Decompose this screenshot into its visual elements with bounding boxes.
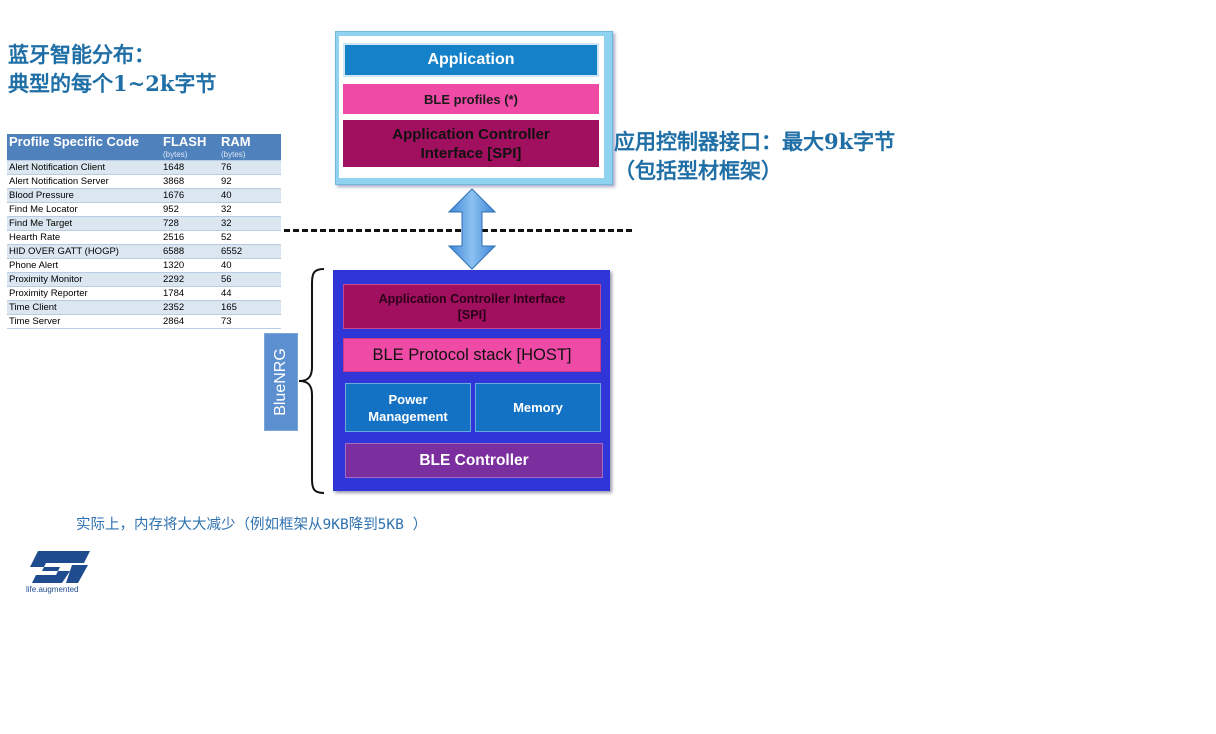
- profile-name: Time Server: [7, 314, 161, 329]
- ram-value: 32: [219, 216, 281, 231]
- profile-table: Profile Specific Code FLASH RAM (bytes) …: [7, 134, 281, 329]
- memory-reduction-note: 实际上，内存将大大减少（例如框架从9KB降到5KB ）: [76, 517, 428, 533]
- unit-flash: (bytes): [161, 150, 219, 161]
- profile-name: Blood Pressure: [7, 188, 161, 203]
- flash-value: 1648: [161, 160, 219, 175]
- flash-value: 1784: [161, 286, 219, 301]
- logo-tagline: life.augmented: [26, 585, 79, 594]
- flash-value: 1676: [161, 188, 219, 203]
- heading-line-2: 典型的每个1~2k字节: [8, 71, 217, 96]
- ram-value: 6552: [219, 244, 281, 259]
- aci-block-top: Application Controller Interface [SPI]: [343, 120, 599, 167]
- profile-table-units-row: (bytes) (bytes): [7, 150, 281, 161]
- ram-value: 76: [219, 160, 281, 175]
- profile-name: Hearth Rate: [7, 230, 161, 245]
- profile-name: Alert Notification Client: [7, 160, 161, 175]
- memory-block: Memory: [475, 383, 601, 432]
- flash-value: 2516: [161, 230, 219, 245]
- ram-value: 44: [219, 286, 281, 301]
- power-line-2: Management: [368, 408, 448, 424]
- aci-block-bottom: Application Controller Interface [SPI]: [343, 284, 601, 329]
- ble-host-stack-block: BLE Protocol stack [HOST]: [343, 338, 601, 372]
- ram-value: 92: [219, 174, 281, 189]
- profile-name: Time Client: [7, 300, 161, 315]
- header-profile: Profile Specific Code: [7, 134, 161, 150]
- flash-value: 2352: [161, 300, 219, 315]
- flash-value: 952: [161, 202, 219, 217]
- header-flash: FLASH: [161, 134, 219, 150]
- dashed-separator: [284, 229, 632, 232]
- ble-controller-block: BLE Controller: [345, 443, 603, 478]
- bluenrg-label: BlueNRG: [264, 333, 298, 431]
- flash-value: 3868: [161, 174, 219, 189]
- profile-name: Alert Notification Server: [7, 174, 161, 189]
- curly-brace-icon: [298, 268, 325, 494]
- ram-value: 32: [219, 202, 281, 217]
- aci-top-line-1: Application Controller: [392, 125, 550, 143]
- flash-value: 6588: [161, 244, 219, 259]
- profile-table-header-row: Profile Specific Code FLASH RAM: [7, 134, 281, 150]
- profile-name: Find Me Locator: [7, 202, 161, 217]
- profile-name: Proximity Reporter: [7, 286, 161, 301]
- flash-value: 728: [161, 216, 219, 231]
- aci-size-line-1: 应用控制器接口：最大9k字节: [614, 129, 896, 154]
- aci-bottom-line-2: [SPI]: [457, 307, 487, 322]
- ram-value: 40: [219, 258, 281, 273]
- ram-value: 56: [219, 272, 281, 287]
- flash-value: 2864: [161, 314, 219, 329]
- double-arrow-icon: [448, 188, 496, 270]
- aci-top-line-2: Interface [SPI]: [420, 144, 522, 162]
- heading: 蓝牙智能分布： 典型的每个1~2k字节: [8, 40, 216, 98]
- profile-name: Proximity Monitor: [7, 272, 161, 287]
- bluenrg-text: BlueNRG: [272, 348, 289, 416]
- ble-profiles-block: BLE profiles (*): [343, 84, 599, 114]
- ram-value: 52: [219, 230, 281, 245]
- power-management-block: Power Management: [345, 383, 471, 432]
- aci-size-label: 应用控制器接口：最大9k字节 （包括型材框架）: [614, 127, 895, 185]
- unit-ram: (bytes): [219, 150, 281, 161]
- aci-size-line-2: （包括型材框架）: [614, 158, 782, 183]
- flash-value: 2292: [161, 272, 219, 287]
- st-logo-icon: [30, 551, 90, 583]
- header-ram: RAM: [219, 134, 281, 150]
- power-line-1: Power: [388, 391, 428, 407]
- profile-name: Phone Alert: [7, 258, 161, 273]
- ram-value: 165: [219, 300, 281, 315]
- heading-line-1: 蓝牙智能分布：: [8, 42, 155, 67]
- profile-name: HID OVER GATT (HOGP): [7, 244, 161, 259]
- profile-name: Find Me Target: [7, 216, 161, 231]
- flash-value: 1320: [161, 258, 219, 273]
- unit-profile: [7, 150, 161, 161]
- application-block: Application: [343, 43, 599, 77]
- ram-value: 40: [219, 188, 281, 203]
- ram-value: 73: [219, 314, 281, 329]
- aci-bottom-line-1: Application Controller Interface: [378, 291, 566, 306]
